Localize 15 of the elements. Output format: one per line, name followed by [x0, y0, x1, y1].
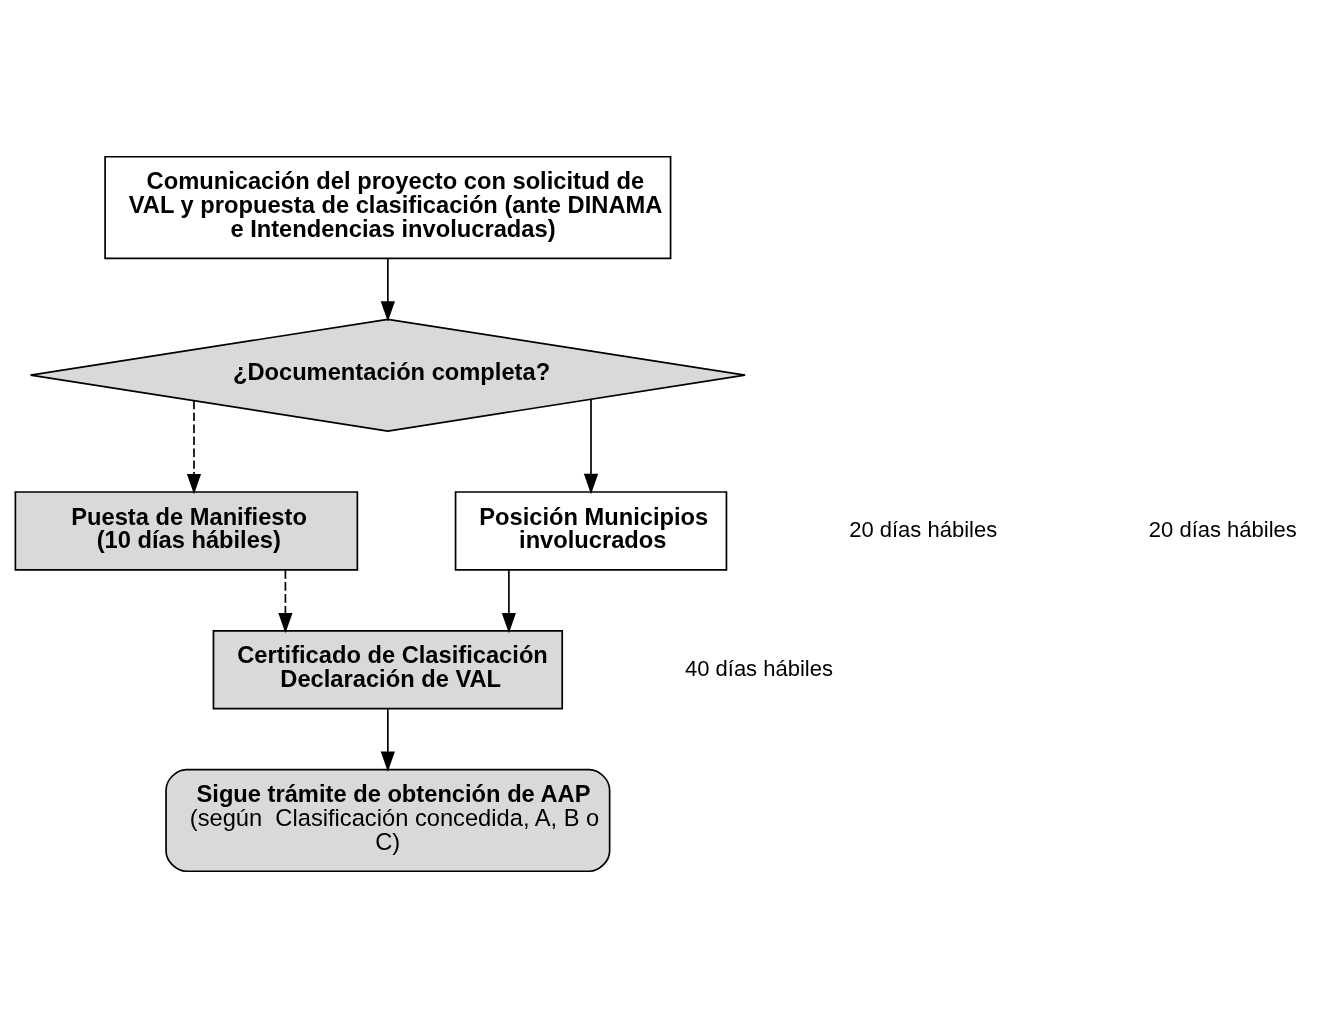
node-box: Comunicación del proyecto con solicitud de VAL y propuesta de clasificación (ante DINAMA e Intendencias involucradas) [104, 155, 672, 259]
arrow [501, 569, 516, 633]
label: 40 días hábiles [684, 655, 833, 681]
node-diamond: ¿Documentación completa? [29, 317, 746, 432]
arrow [278, 569, 293, 633]
node-box: Puesta de Manifiesto (10 días hábiles) [14, 490, 359, 571]
arrow [380, 257, 395, 322]
arrow [583, 398, 599, 494]
node-box: Sigue trámite de obtención de AAP (según Clasificación concedida, A, B o C) [165, 768, 611, 872]
node-box: Certificado de Clasificación Declaración de VAL [212, 629, 564, 710]
label: 20 días hábiles [849, 516, 998, 542]
arrow [380, 708, 395, 772]
node-box: Posición Municipios involucrados [454, 490, 728, 571]
arrow [186, 399, 202, 494]
label: 20 días hábiles [1148, 516, 1297, 542]
